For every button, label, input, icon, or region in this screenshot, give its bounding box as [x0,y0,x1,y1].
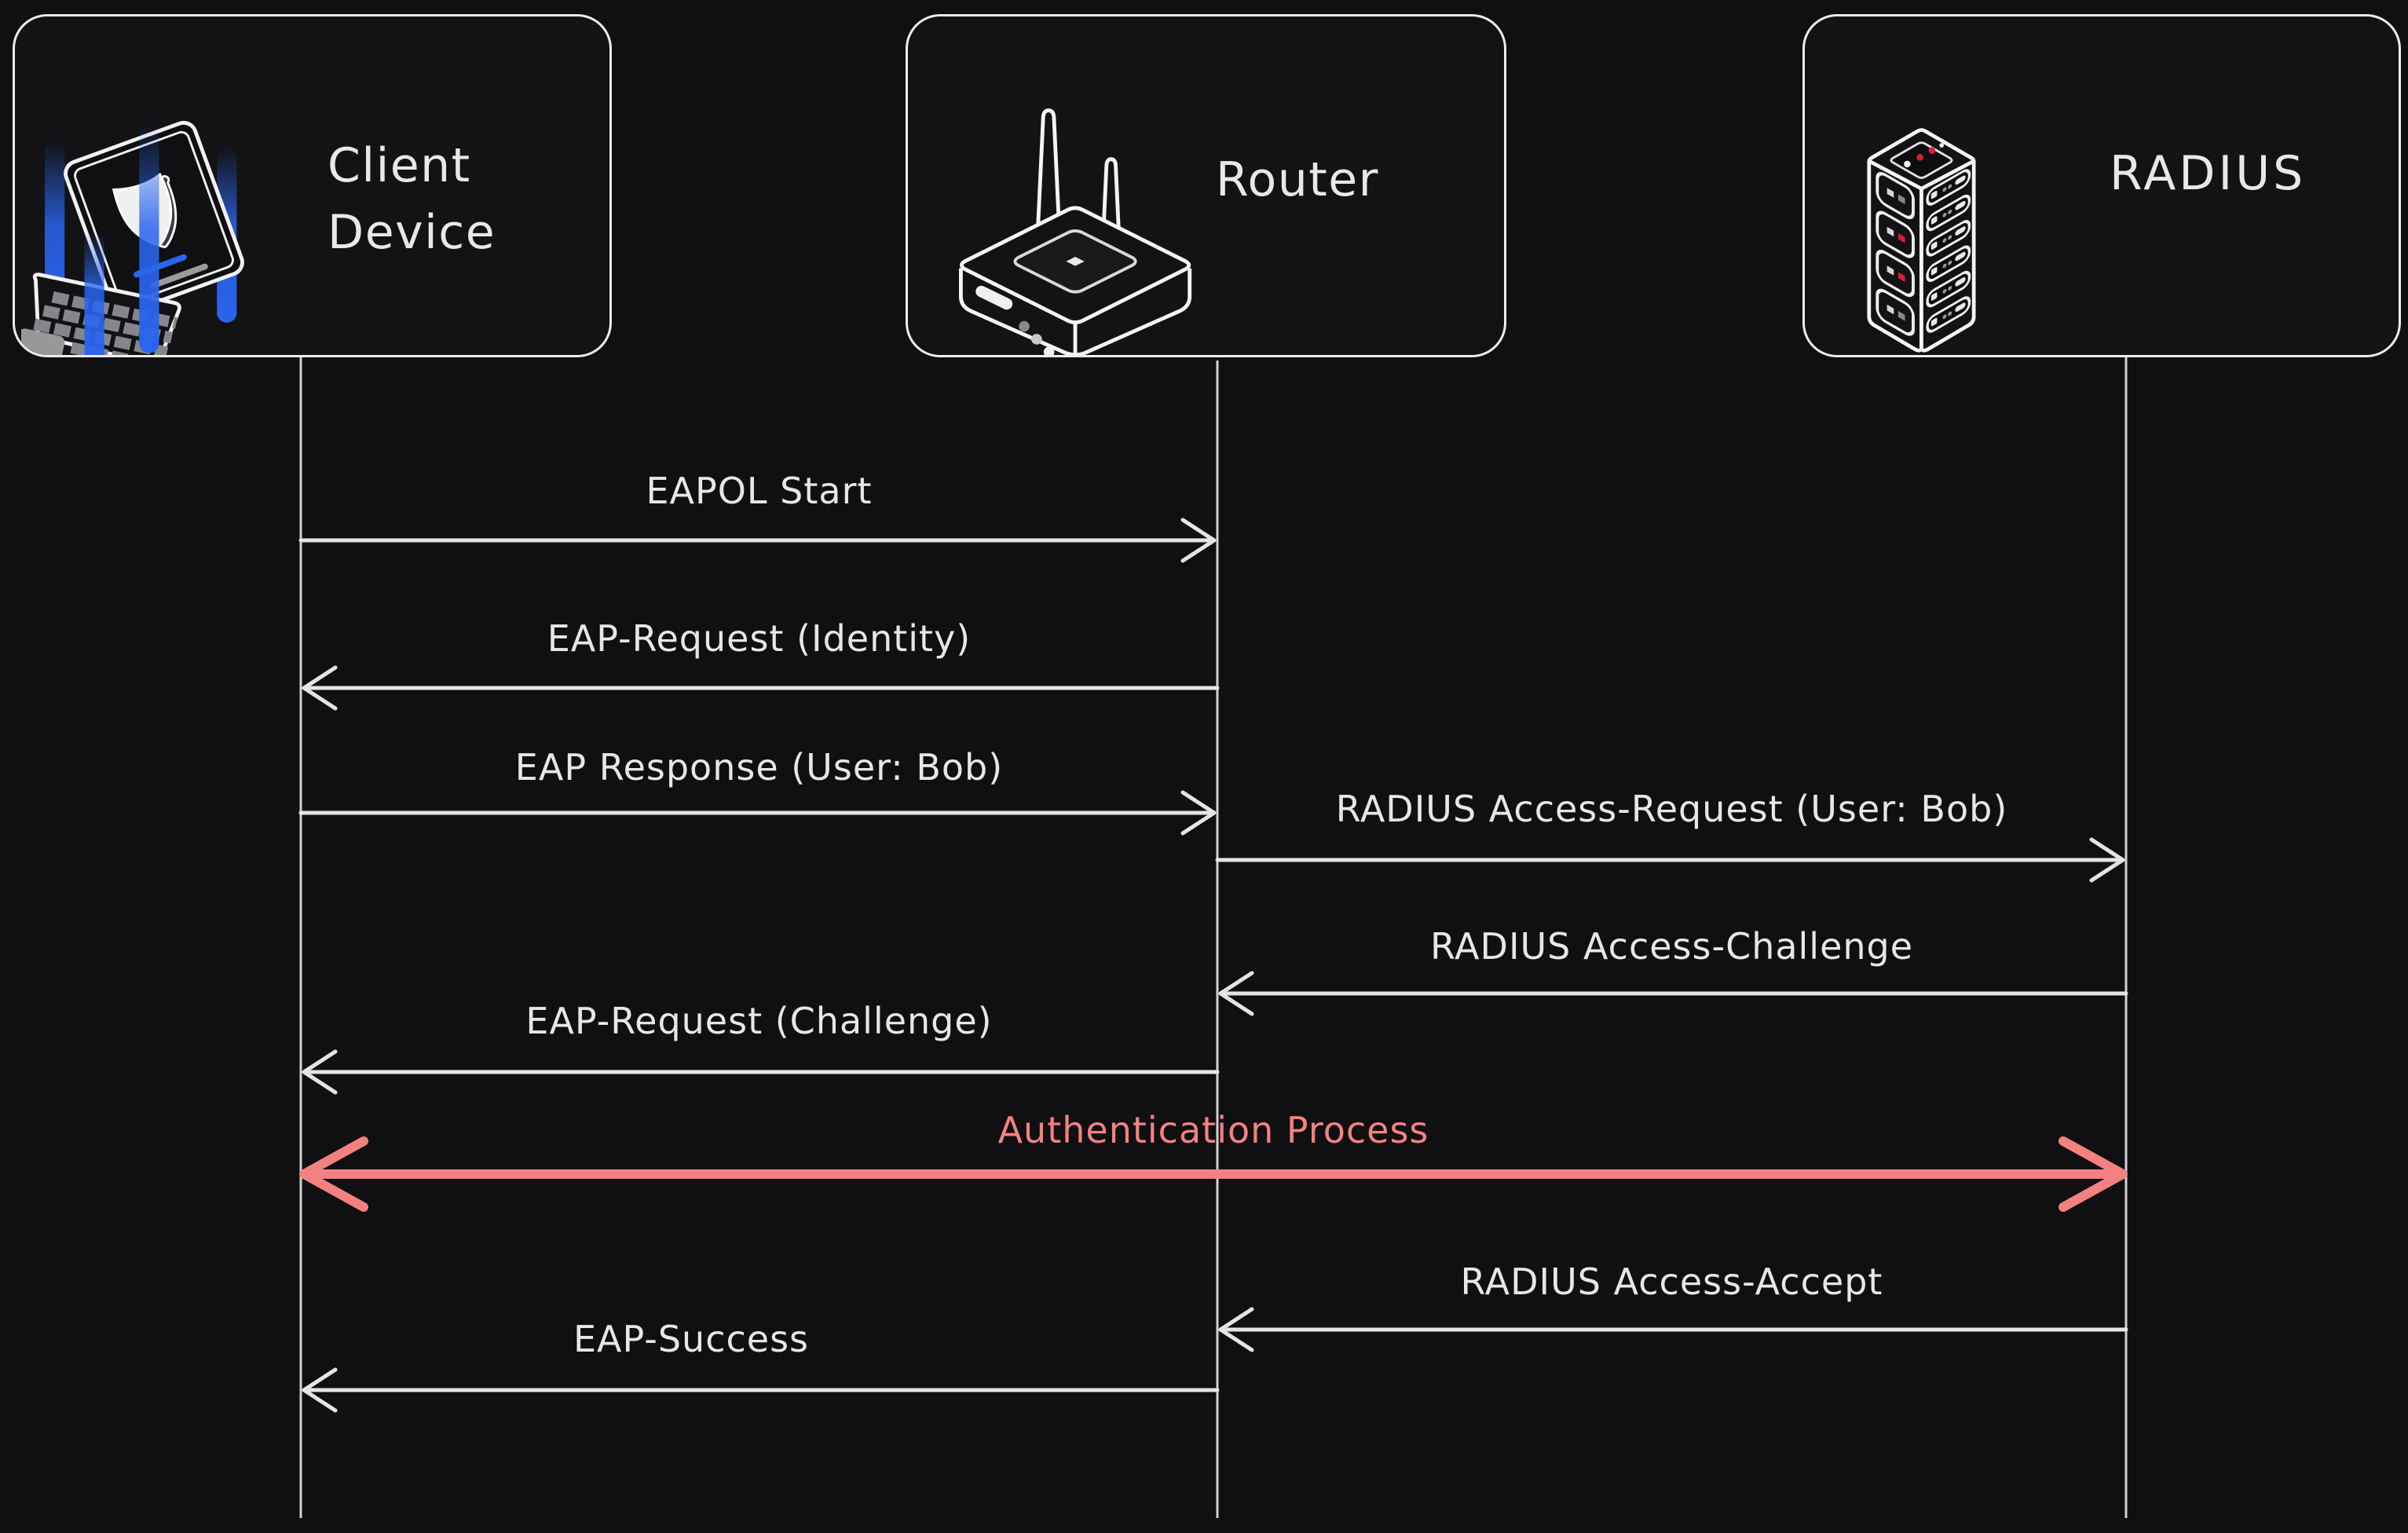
arrow-eapol-start [298,518,1217,563]
message-label-eapol-start: EAPOL Start [646,470,873,512]
arrow-eap-request-challenge [302,1049,1220,1095]
arrow-eap-response [298,790,1217,836]
server-rack-icon [1867,128,1976,353]
server-right-slats [1926,169,1971,333]
antenna-left [1036,108,1062,232]
message-label-eap-success: EAP-Success [573,1318,810,1360]
router-center-dot [1066,257,1085,266]
actor-label-radius: RADIUS [2110,146,2307,201]
blue-streaks-front [84,124,159,355]
arrow-authentication-process [299,1136,2128,1212]
actor-box-client-device: Client Device [13,14,612,357]
message-label-eap-response: EAP Response (User: Bob) [514,746,1004,788]
server-top-leds [1904,143,1945,168]
message-label-eap-request-identity: EAP-Request (Identity) [547,617,972,660]
actor-box-router: Router [906,14,1506,357]
progress-bar-gray [150,263,208,289]
trackpad [21,328,65,355]
arrow-eap-request-identity [302,665,1220,711]
arrow-radius-access-challenge [1218,971,2128,1016]
message-label-eap-request-challenge: EAP-Request (Challenge) [525,1000,993,1042]
arrow-radius-access-accept [1218,1307,2128,1352]
arrow-eap-success [302,1367,1220,1413]
router-front-leds [975,285,1055,355]
laptop-shield-icon [21,120,244,355]
router-icon [958,108,1192,355]
message-label-radius-access-challenge: RADIUS Access-Challenge [1429,925,1914,968]
actor-label-router: Router [1216,152,1379,207]
port-pill [975,285,1013,310]
server-left-panels [1876,172,1915,336]
actor-label-client-device: Client Device [328,138,496,261]
message-label-radius-access-accept: RADIUS Access-Accept [1460,1260,1883,1303]
actor-box-radius: RADIUS [1802,14,2401,357]
message-label-authentication-process: Authentication Process [997,1109,1429,1151]
arrow-radius-access-request [1215,837,2125,883]
message-label-radius-access-request: RADIUS Access-Request (User: Bob) [1335,788,2008,830]
